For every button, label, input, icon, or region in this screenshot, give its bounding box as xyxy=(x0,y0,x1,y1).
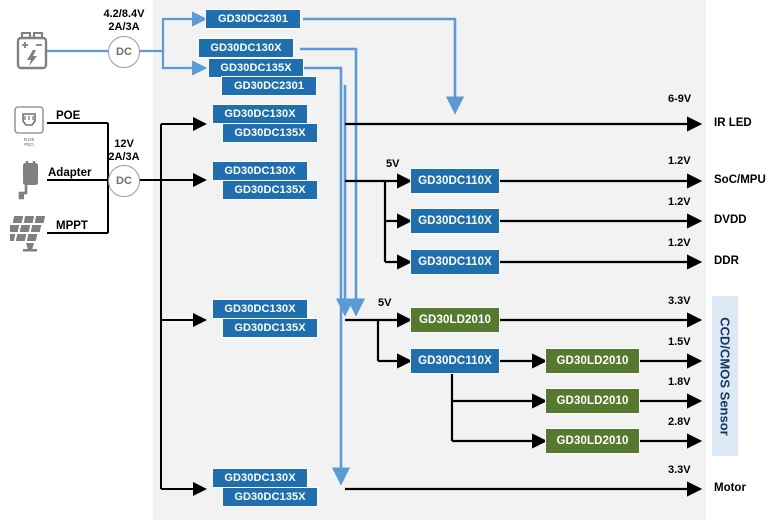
output-voltage-sensor-33: 3.3V xyxy=(668,295,691,307)
block-soc-gd30dc110x-3[interactable]: GD30DC110X xyxy=(410,249,500,275)
sensor-rail-wires xyxy=(345,312,703,449)
main-rating-current: 2A/3A xyxy=(108,151,140,163)
block-sensor-gd30ld2010-top[interactable]: GD30LD2010 xyxy=(410,307,500,333)
output-load-ddr: DDR xyxy=(714,255,739,267)
block-sensor-gd30ld2010-1[interactable]: GD30LD2010 xyxy=(545,348,640,374)
block-sensor-gd30ld2010-2[interactable]: GD30LD2010 xyxy=(545,388,640,414)
output-voltage-sensor-18: 1.8V xyxy=(668,376,691,388)
sensor-load-label: CCD/CMOS Sensor xyxy=(712,296,738,456)
output-voltage-ddr: 1.2V xyxy=(668,237,691,249)
output-voltage-socmpu: 1.2V xyxy=(668,155,691,167)
block-irled-gd30dc130x[interactable]: GD30DC130X xyxy=(212,104,308,124)
source-label-mppt: MPPT xyxy=(56,220,88,232)
block-motor-gd30dc135x[interactable]: GD30DC135X xyxy=(222,487,318,507)
block-sensor-gd30dc135x[interactable]: GD30DC135X xyxy=(222,318,318,338)
block-soc-gd30dc110x-2[interactable]: GD30DC110X xyxy=(410,208,500,234)
block-sensor-gd30ld2010-3[interactable]: GD30LD2010 xyxy=(545,428,640,454)
rail-label-soc-5v: 5V xyxy=(386,158,400,170)
soc-rail-wires xyxy=(345,173,703,270)
sensor-load-label-text: CCD/CMOS Sensor xyxy=(717,316,733,436)
output-voltage-sensor-28: 2.8V xyxy=(668,416,691,428)
output-load-irled: IR LED xyxy=(714,117,752,129)
main-rating-voltage: 12V xyxy=(114,138,134,150)
block-battery-gd30dc130x[interactable]: GD30DC130X xyxy=(198,38,294,58)
block-soc-gd30dc130x[interactable]: GD30DC130X xyxy=(212,161,308,181)
block-soc-gd30dc135x[interactable]: GD30DC135X xyxy=(222,180,318,200)
main-dc-converter: DC xyxy=(108,165,140,197)
battery-rating-voltage: 4.2/8.4V xyxy=(103,8,145,20)
rj45-icon xyxy=(14,106,44,134)
main-converter-wires xyxy=(138,117,207,496)
battery-icon xyxy=(16,32,48,70)
battery-rail-blue-lines xyxy=(297,17,465,486)
output-load-motor: Motor xyxy=(714,482,746,494)
battery-dc-converter: DC xyxy=(108,36,140,68)
source-label-adapter: Adapter xyxy=(48,167,92,179)
block-battery-gd30dc2301-b[interactable]: GD30DC2301 xyxy=(221,76,317,96)
block-soc-gd30dc110x-1[interactable]: GD30DC110X xyxy=(410,168,500,194)
block-battery-gd30dc2301-a[interactable]: GD30DC2301 xyxy=(205,9,301,29)
output-voltage-dvdd: 1.2V xyxy=(668,196,691,208)
battery-rating-current: 2A/3A xyxy=(108,21,140,33)
power-adapter-icon xyxy=(18,161,38,200)
block-sensor-gd30dc130x[interactable]: GD30DC130X xyxy=(212,299,308,319)
output-voltage-irled: 6-9V xyxy=(668,93,692,105)
block-motor-gd30dc130x[interactable]: GD30DC130X xyxy=(212,468,308,488)
output-voltage-motor: 3.3V xyxy=(668,464,691,476)
block-sensor-gd30dc110x[interactable]: GD30DC110X xyxy=(410,348,500,374)
rail-label-sensor-5v: 5V xyxy=(378,297,392,309)
output-voltage-sensor-15: 1.5V xyxy=(668,336,691,348)
source-label-poe: POE xyxy=(56,110,81,122)
output-load-dvdd: DVDD xyxy=(714,214,747,226)
output-load-socmpu: SoC/MPU xyxy=(714,174,766,186)
block-irled-gd30dc135x[interactable]: GD30DC135X xyxy=(222,123,318,143)
battery-input-wires xyxy=(47,11,208,76)
block-battery-gd30dc135x[interactable]: GD30DC135X xyxy=(208,58,304,78)
solar-panel-icon xyxy=(10,216,46,252)
